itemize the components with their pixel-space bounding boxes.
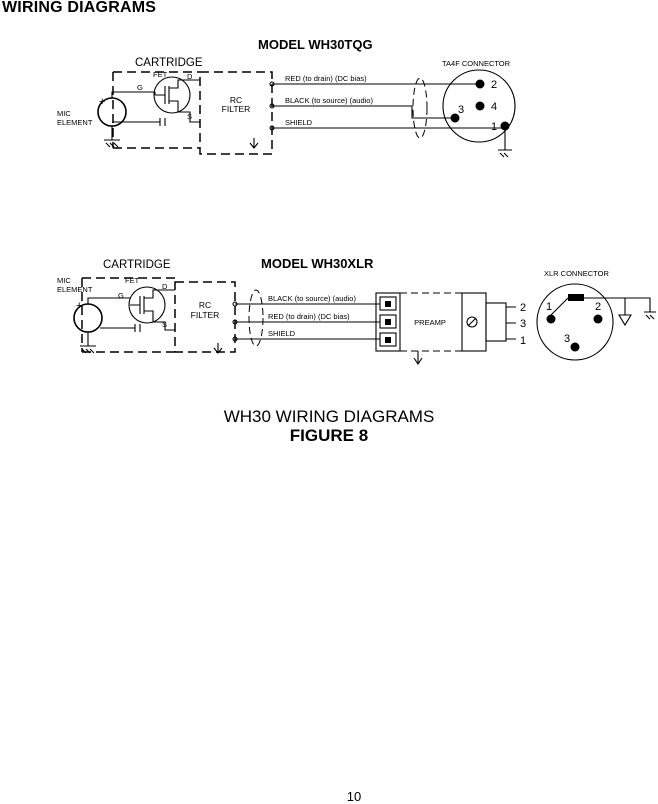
- ground-arrow: [413, 351, 423, 365]
- fet-label: FET: [153, 70, 168, 79]
- rc-filter-label: RC: [199, 300, 211, 310]
- page-heading: WIRING DIAGRAMS: [2, 0, 157, 16]
- diagram-wh30xlr: MODEL WH30XLR CARTRIDGE RC FILTER + MIC …: [57, 256, 656, 365]
- pin-icon: [546, 314, 556, 324]
- rc-filter-label: FILTER: [191, 310, 220, 320]
- rc-filter-label: FILTER: [222, 104, 251, 114]
- mic-element-label: ELEMENT: [57, 118, 93, 127]
- caption-figure: FIGURE 8: [289, 426, 369, 445]
- capacitor-icon: [148, 118, 166, 126]
- ground-icon: [104, 91, 155, 148]
- rc-filter-label: RC: [230, 95, 242, 105]
- plus-sign: +: [76, 300, 82, 312]
- pin-icon: [450, 113, 460, 123]
- pin-icon: [500, 121, 510, 131]
- pin-4-label: 4: [491, 101, 497, 113]
- caption-title: WH30 WIRING DIAGRAMS: [223, 407, 435, 426]
- cartridge-boundary: [81, 277, 175, 353]
- cartridge-label: CARTRIDGE: [135, 57, 203, 69]
- cable-shield-icon: [412, 77, 428, 139]
- xlr-plug-body: [461, 292, 487, 352]
- cable-shield-icon: [248, 289, 264, 347]
- pin-icon: [593, 314, 603, 324]
- cartridge-boundary: [112, 71, 200, 149]
- fet-pin-d: D: [162, 282, 168, 291]
- connector-label: XLR CONNECTOR: [544, 269, 609, 278]
- mic-element-label: ELEMENT: [57, 285, 93, 294]
- ground-icon: [498, 128, 512, 158]
- fet-pin-g: G: [137, 83, 143, 92]
- capacitor-icon: [115, 324, 141, 332]
- model-title-wh30tqg: MODEL WH30TQG: [258, 37, 373, 52]
- terminal-block: [375, 292, 401, 352]
- wire-shield-label: SHIELD: [268, 329, 296, 338]
- wire-black-label: BLACK (to source) (audio): [268, 294, 356, 303]
- fet-label: FET: [125, 276, 140, 285]
- ground-arrow: [249, 138, 259, 149]
- wire-red-label: RED (to drain) (DC bias): [268, 312, 350, 321]
- output-pin-1: 1: [520, 335, 526, 347]
- wire-shield-label: SHIELD: [285, 118, 313, 127]
- wire-black-label: BLACK (to source) (audio): [285, 96, 373, 105]
- pin-icon: [475, 101, 485, 111]
- fet-icon: [153, 76, 191, 114]
- ground-icon: [80, 297, 130, 354]
- fet-pin-d: D: [187, 72, 193, 81]
- rc-filter-box: [199, 71, 273, 155]
- xlr-pin-2: 2: [595, 301, 601, 313]
- screw-icon: [466, 316, 478, 328]
- page-number: 10: [346, 789, 362, 804]
- model-title-wh30xlr: MODEL WH30XLR: [261, 256, 374, 271]
- mic-element-label: MIC: [57, 109, 71, 118]
- diagram-wh30tqg: MODEL WH30TQG CARTRIDGE RC FILTER + MIC …: [57, 37, 516, 158]
- cartridge-label: CARTRIDGE: [103, 259, 171, 271]
- xlr-pin-1: 1: [546, 301, 552, 313]
- pin-1-label: 1: [491, 121, 497, 133]
- pin-2-label: 2: [491, 79, 497, 91]
- rc-filter-box: [174, 281, 236, 353]
- ta4f-connector-icon: [442, 69, 516, 143]
- fet-pin-g: G: [118, 291, 124, 300]
- pin-icon: [475, 79, 485, 89]
- xlr-connector-icon: [536, 283, 614, 361]
- pin-icon: [570, 342, 580, 352]
- fet-icon: [128, 286, 166, 324]
- ground-arrow: [213, 343, 223, 354]
- xlr-pin-3: 3: [564, 333, 570, 345]
- preamp-label: PREAMP: [414, 318, 446, 327]
- plus-sign: +: [99, 96, 105, 108]
- mic-element-label: MIC: [57, 276, 71, 285]
- connector-label: TA4F CONNECTOR: [442, 59, 511, 68]
- key-notch: [568, 294, 584, 301]
- output-pin-3: 3: [520, 318, 526, 330]
- output-pin-2: 2: [520, 302, 526, 314]
- pin-3-label: 3: [458, 104, 464, 116]
- wire-red-label: RED (to drain) (DC bias): [285, 74, 367, 83]
